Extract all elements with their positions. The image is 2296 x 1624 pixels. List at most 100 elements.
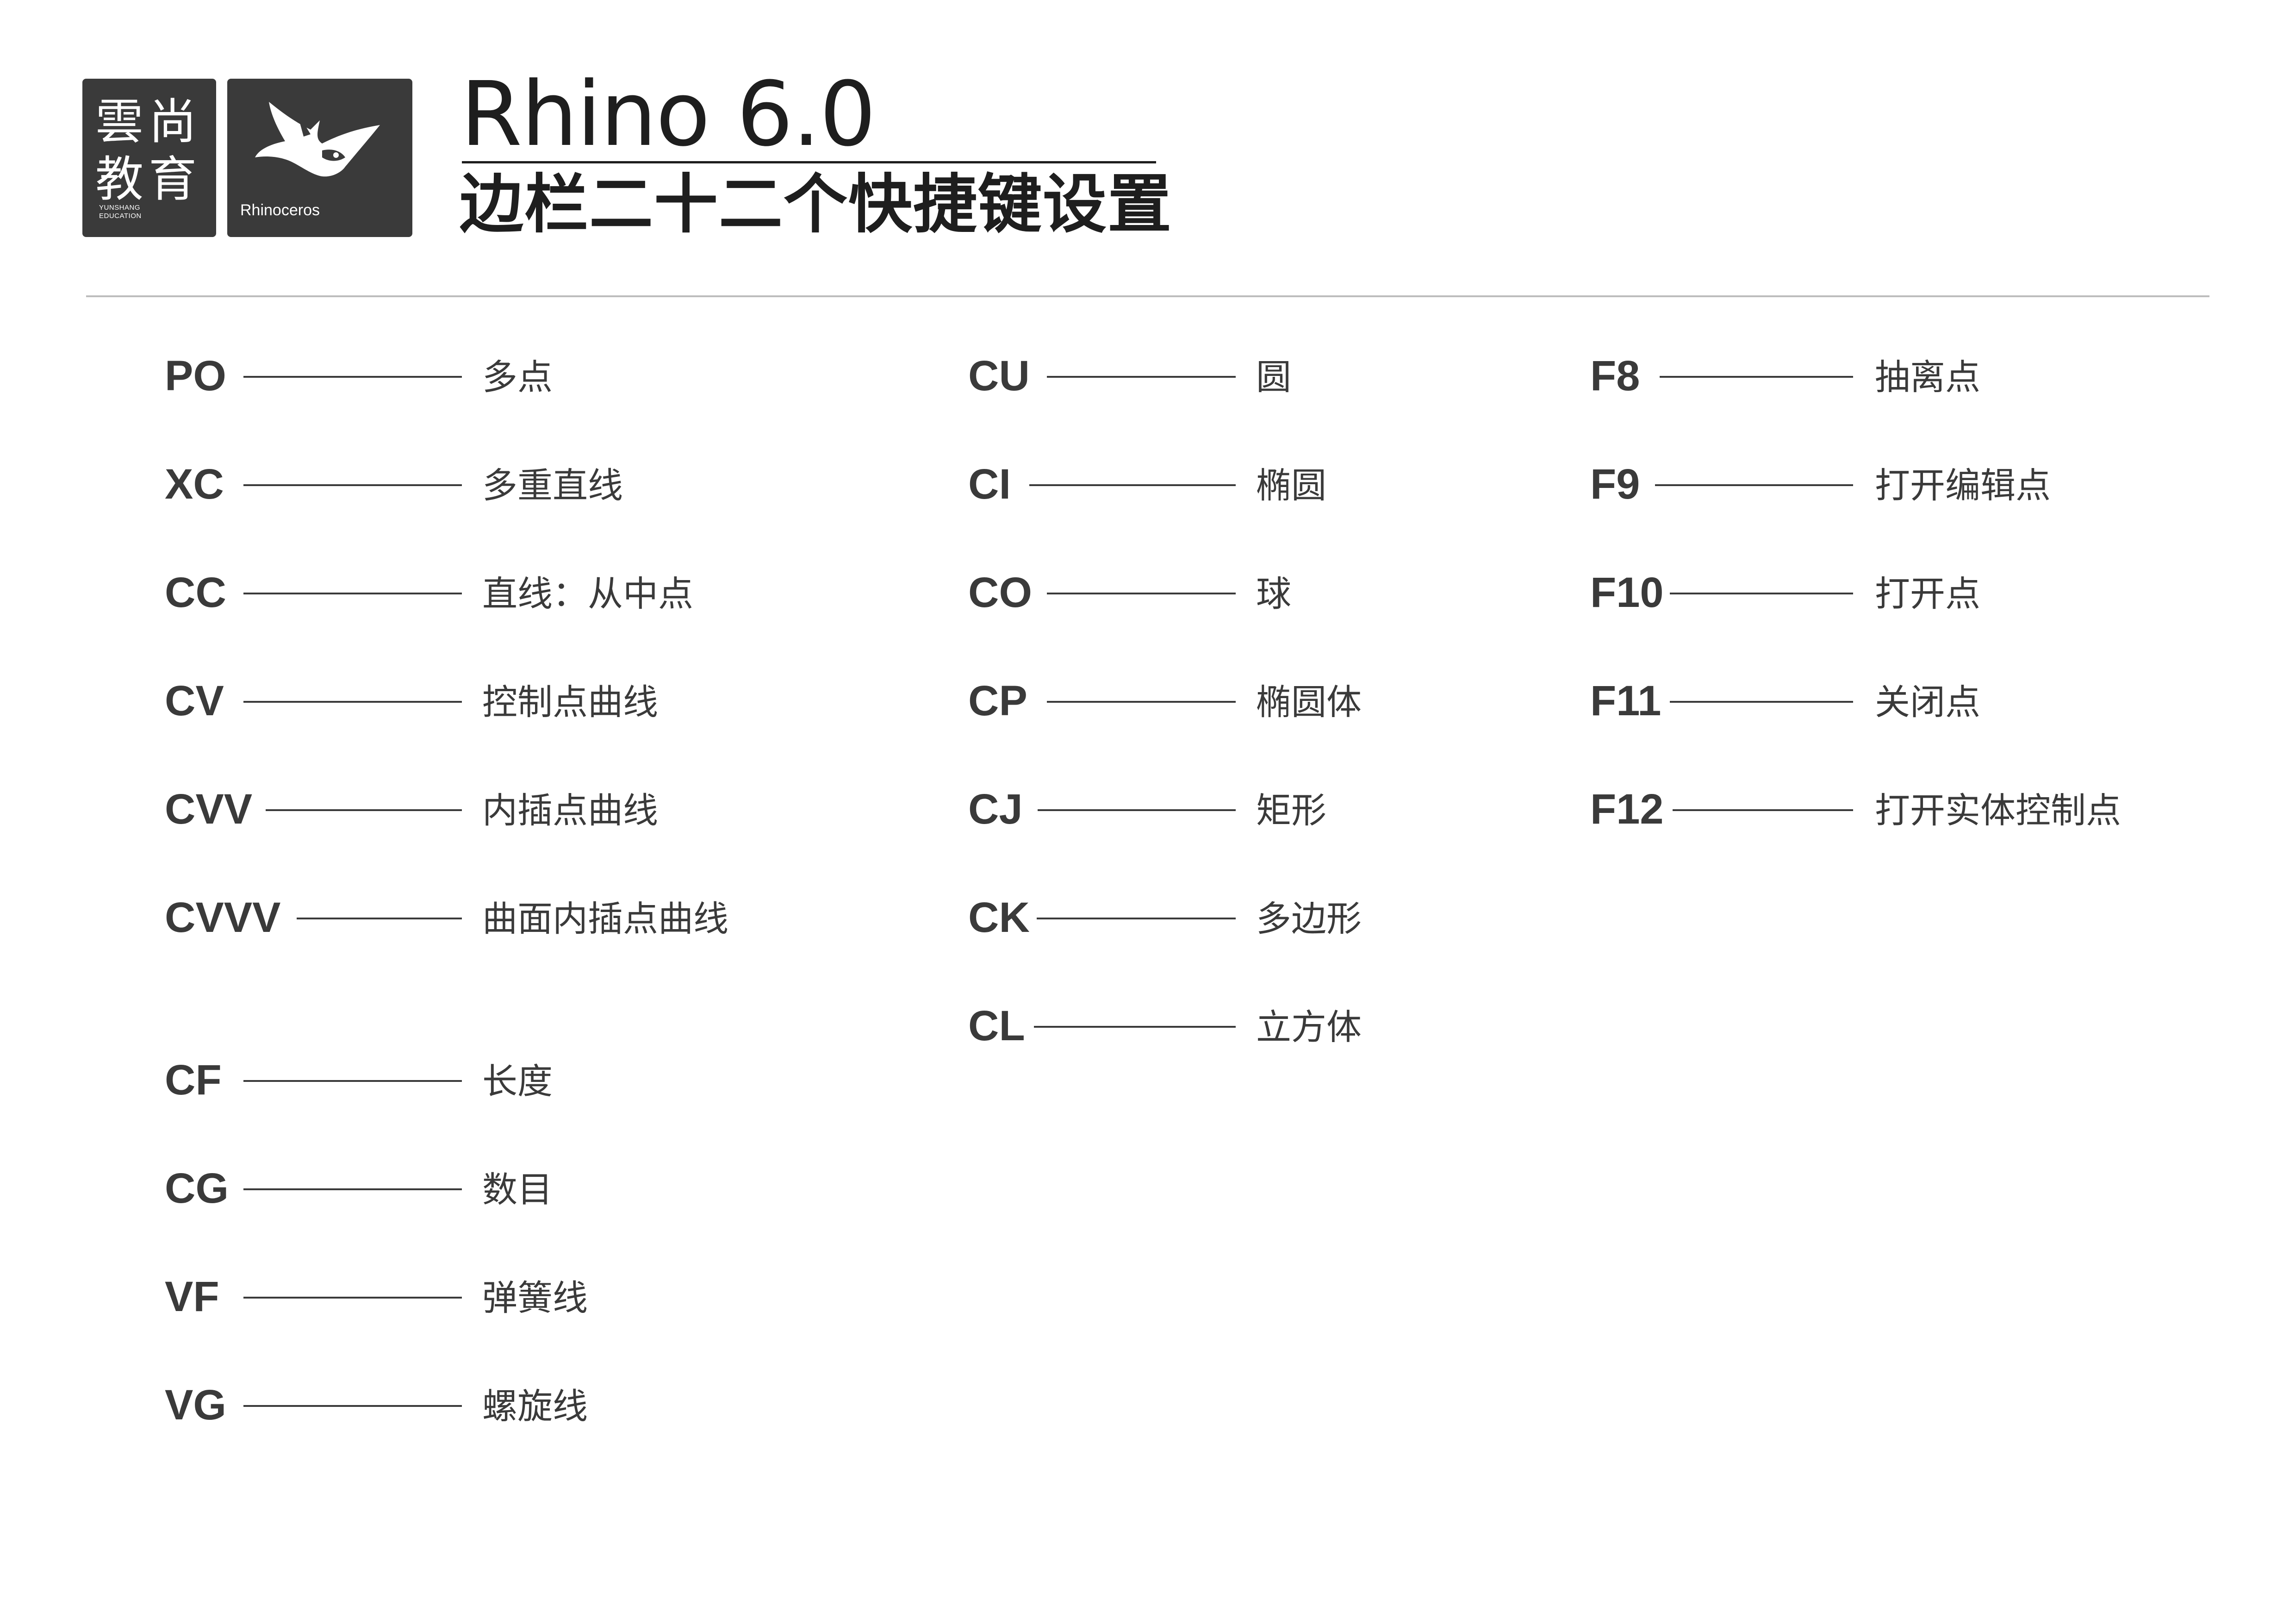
shortcut-description: 圆 — [1256, 356, 1291, 398]
header-divider — [86, 295, 2209, 297]
shortcut-description: 打开点 — [1875, 573, 1980, 614]
shortcut-row: CVVV 曲面内插点曲线 — [165, 894, 813, 941]
connector-line — [243, 593, 462, 594]
shortcut-description: 多点 — [482, 356, 553, 398]
shortcut-row: CU 圆 — [968, 353, 1524, 399]
shortcut-key: CP — [968, 677, 1027, 725]
yunshang-education-logo: 雲 尚 教 育 YUNSHANG EDUCATION — [82, 79, 216, 237]
shortcut-description: 打开实体控制点 — [1875, 790, 2121, 831]
shortcut-row: CVV 内插点曲线 — [165, 786, 813, 832]
shortcut-row: PO 多点 — [165, 353, 813, 399]
shortcut-row: F8 抽离点 — [1590, 353, 2192, 399]
logo-char: 尚 — [149, 94, 197, 150]
shortcut-key: F8 — [1590, 352, 1640, 400]
connector-line — [1034, 1026, 1236, 1028]
shortcut-row: CC 直线：从中点 — [165, 569, 813, 616]
shortcut-key: CC — [165, 569, 226, 616]
connector-line — [243, 701, 462, 703]
shortcut-description: 立方体 — [1256, 1006, 1362, 1048]
rhinoceros-label: Rhinoceros — [240, 201, 320, 219]
connector-line — [297, 918, 462, 919]
connector-line — [1655, 484, 1853, 486]
shortcut-row: CJ 矩形 — [968, 786, 1524, 832]
logo-characters: 雲 尚 教 育 — [95, 94, 202, 206]
shortcut-row: CK 多边形 — [968, 894, 1524, 941]
shortcut-key: F10 — [1590, 569, 1664, 616]
connector-line — [1029, 484, 1236, 486]
shortcut-key: CF — [165, 1056, 222, 1104]
shortcut-key: CJ — [968, 786, 1023, 833]
logo-char: 育 — [149, 151, 197, 207]
connector-line — [243, 376, 462, 378]
shortcut-row: CP 椭圆体 — [968, 678, 1524, 724]
connector-line — [1047, 376, 1236, 378]
logo-char: 雲 — [95, 94, 144, 150]
shortcut-description: 矩形 — [1256, 790, 1326, 831]
shortcut-key: CVV — [165, 786, 253, 833]
shortcut-row: VG 螺旋线 — [165, 1382, 813, 1428]
connector-line — [243, 1405, 462, 1407]
shortcut-key: CI — [968, 461, 1011, 508]
shortcut-description: 内插点曲线 — [482, 790, 658, 831]
connector-line — [1037, 918, 1236, 919]
shortcut-description: 打开编辑点 — [1875, 465, 2051, 506]
shortcut-description: 螺旋线 — [482, 1386, 588, 1427]
shortcut-key: CVVV — [165, 894, 281, 941]
shortcut-key: CO — [968, 569, 1032, 616]
shortcut-row: F12 打开实体控制点 — [1590, 786, 2192, 832]
shortcut-description: 长度 — [482, 1061, 553, 1102]
shortcut-description: 弹簧线 — [482, 1277, 588, 1318]
connector-line — [1670, 701, 1853, 703]
shortcut-key: CV — [165, 677, 224, 725]
connector-line — [1660, 376, 1853, 378]
shortcut-key: CU — [968, 352, 1030, 400]
rhinoceros-logo: Rhinoceros — [227, 79, 412, 237]
page-title: Rhino 6.0 — [460, 63, 876, 166]
shortcut-row: VF 弹簧线 — [165, 1274, 813, 1320]
shortcut-row: CO 球 — [968, 569, 1524, 616]
shortcut-description: 关闭点 — [1875, 681, 1980, 723]
shortcut-row: F11 关闭点 — [1590, 678, 2192, 724]
shortcut-description: 椭圆体 — [1256, 681, 1362, 723]
connector-line — [1047, 593, 1236, 594]
shortcut-row: CG 数目 — [165, 1165, 813, 1212]
shortcut-row: F10 打开点 — [1590, 569, 2192, 616]
shortcut-key: CL — [968, 1002, 1025, 1049]
connector-line — [266, 809, 462, 811]
shortcut-row: XC 多重直线 — [165, 461, 813, 507]
page-subtitle: 边栏二十二个快捷键设置 — [460, 167, 1173, 242]
shortcut-key: F9 — [1590, 461, 1640, 508]
shortcut-description: 抽离点 — [1875, 356, 1980, 398]
rhino-icon — [255, 102, 380, 177]
shortcut-key: VF — [165, 1273, 219, 1320]
shortcut-description: 球 — [1256, 573, 1291, 614]
shortcut-description: 直线：从中点 — [482, 573, 693, 614]
logo-english-text: YUNSHANG EDUCATION — [99, 204, 142, 220]
logo-char: 教 — [95, 151, 144, 207]
connector-line — [1670, 593, 1853, 594]
shortcut-row: CI 椭圆 — [968, 461, 1524, 507]
connector-line — [1047, 701, 1236, 703]
connector-line — [243, 1080, 462, 1082]
shortcut-description: 曲面内插点曲线 — [482, 898, 728, 939]
connector-line — [243, 484, 462, 486]
shortcut-key: F12 — [1590, 786, 1664, 833]
shortcut-key: XC — [165, 461, 224, 508]
connector-line — [1673, 809, 1853, 811]
title-underline — [462, 161, 1156, 163]
shortcut-key: CK — [968, 894, 1030, 941]
shortcut-row: CV 控制点曲线 — [165, 678, 813, 724]
shortcut-description: 多重直线 — [482, 465, 623, 506]
shortcut-description: 椭圆 — [1256, 465, 1326, 506]
shortcut-row: CF 长度 — [165, 1057, 813, 1103]
shortcut-key: PO — [165, 352, 226, 400]
shortcut-row: CL 立方体 — [968, 1003, 1524, 1049]
shortcut-key: F11 — [1590, 677, 1661, 725]
shortcut-description: 控制点曲线 — [482, 681, 658, 723]
shortcut-description: 数目 — [482, 1169, 553, 1210]
connector-line — [243, 1188, 462, 1190]
shortcut-description: 多边形 — [1256, 898, 1362, 939]
shortcut-row: F9 打开编辑点 — [1590, 461, 2192, 507]
shortcut-key: VG — [165, 1381, 226, 1429]
connector-line — [243, 1297, 462, 1299]
